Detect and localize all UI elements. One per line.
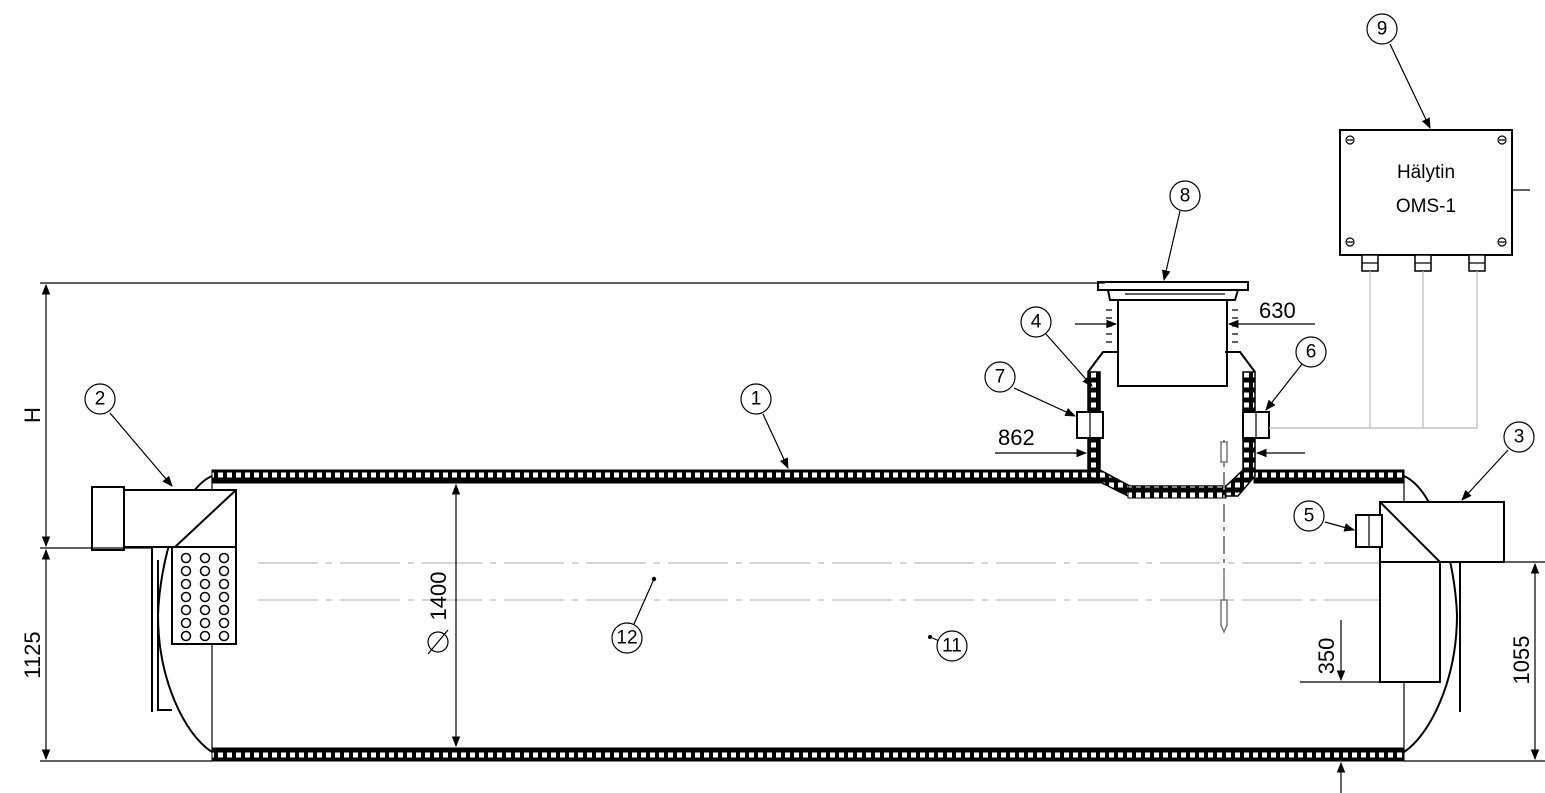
svg-text:7: 7 bbox=[995, 367, 1006, 388]
dimension-lines bbox=[40, 282, 1545, 793]
tank-body bbox=[156, 469, 1459, 762]
alarm-unit: Hälytin OMS-1 bbox=[1269, 129, 1530, 429]
outlet-fitting bbox=[1355, 501, 1505, 712]
diameter-symbol bbox=[427, 629, 449, 655]
manhole-neck bbox=[1076, 281, 1270, 499]
svg-text:4: 4 bbox=[1031, 312, 1042, 333]
dim-630: 630 bbox=[1259, 298, 1296, 323]
svg-text:1: 1 bbox=[751, 389, 762, 410]
dim-1055: 1055 bbox=[1509, 636, 1534, 685]
callout-5: 5 bbox=[1293, 500, 1356, 532]
svg-text:5: 5 bbox=[1304, 506, 1315, 527]
svg-text:9: 9 bbox=[1377, 19, 1388, 40]
alarm-label-model: OMS-1 bbox=[1396, 196, 1456, 217]
dim-862: 862 bbox=[998, 425, 1035, 450]
svg-text:2: 2 bbox=[95, 389, 106, 410]
callout-2: 2 bbox=[84, 383, 173, 487]
dim-1400: 1400 bbox=[426, 572, 451, 621]
callout-12: 12 bbox=[611, 576, 657, 654]
svg-text:12: 12 bbox=[616, 628, 637, 649]
svg-text:11: 11 bbox=[942, 636, 962, 657]
sensor-probe bbox=[1220, 440, 1228, 634]
callout-1: 1 bbox=[740, 383, 789, 469]
dim-1125: 1125 bbox=[20, 631, 45, 678]
callout-7: 7 bbox=[984, 361, 1076, 417]
callout-8: 8 bbox=[1161, 180, 1201, 282]
svg-text:6: 6 bbox=[1306, 342, 1317, 363]
callout-3: 3 bbox=[1461, 421, 1535, 501]
callout-6: 6 bbox=[1265, 336, 1327, 411]
callout-11: 11 bbox=[928, 630, 968, 662]
dim-height: H bbox=[20, 407, 45, 423]
svg-text:8: 8 bbox=[1180, 186, 1191, 207]
callout-4: 4 bbox=[1020, 306, 1093, 387]
inlet-fitting bbox=[91, 486, 237, 712]
svg-text:3: 3 bbox=[1514, 427, 1525, 448]
alarm-label-name: Hälytin bbox=[1397, 162, 1455, 183]
callout-9: 9 bbox=[1366, 13, 1431, 129]
dim-350: 350 bbox=[1314, 638, 1339, 675]
